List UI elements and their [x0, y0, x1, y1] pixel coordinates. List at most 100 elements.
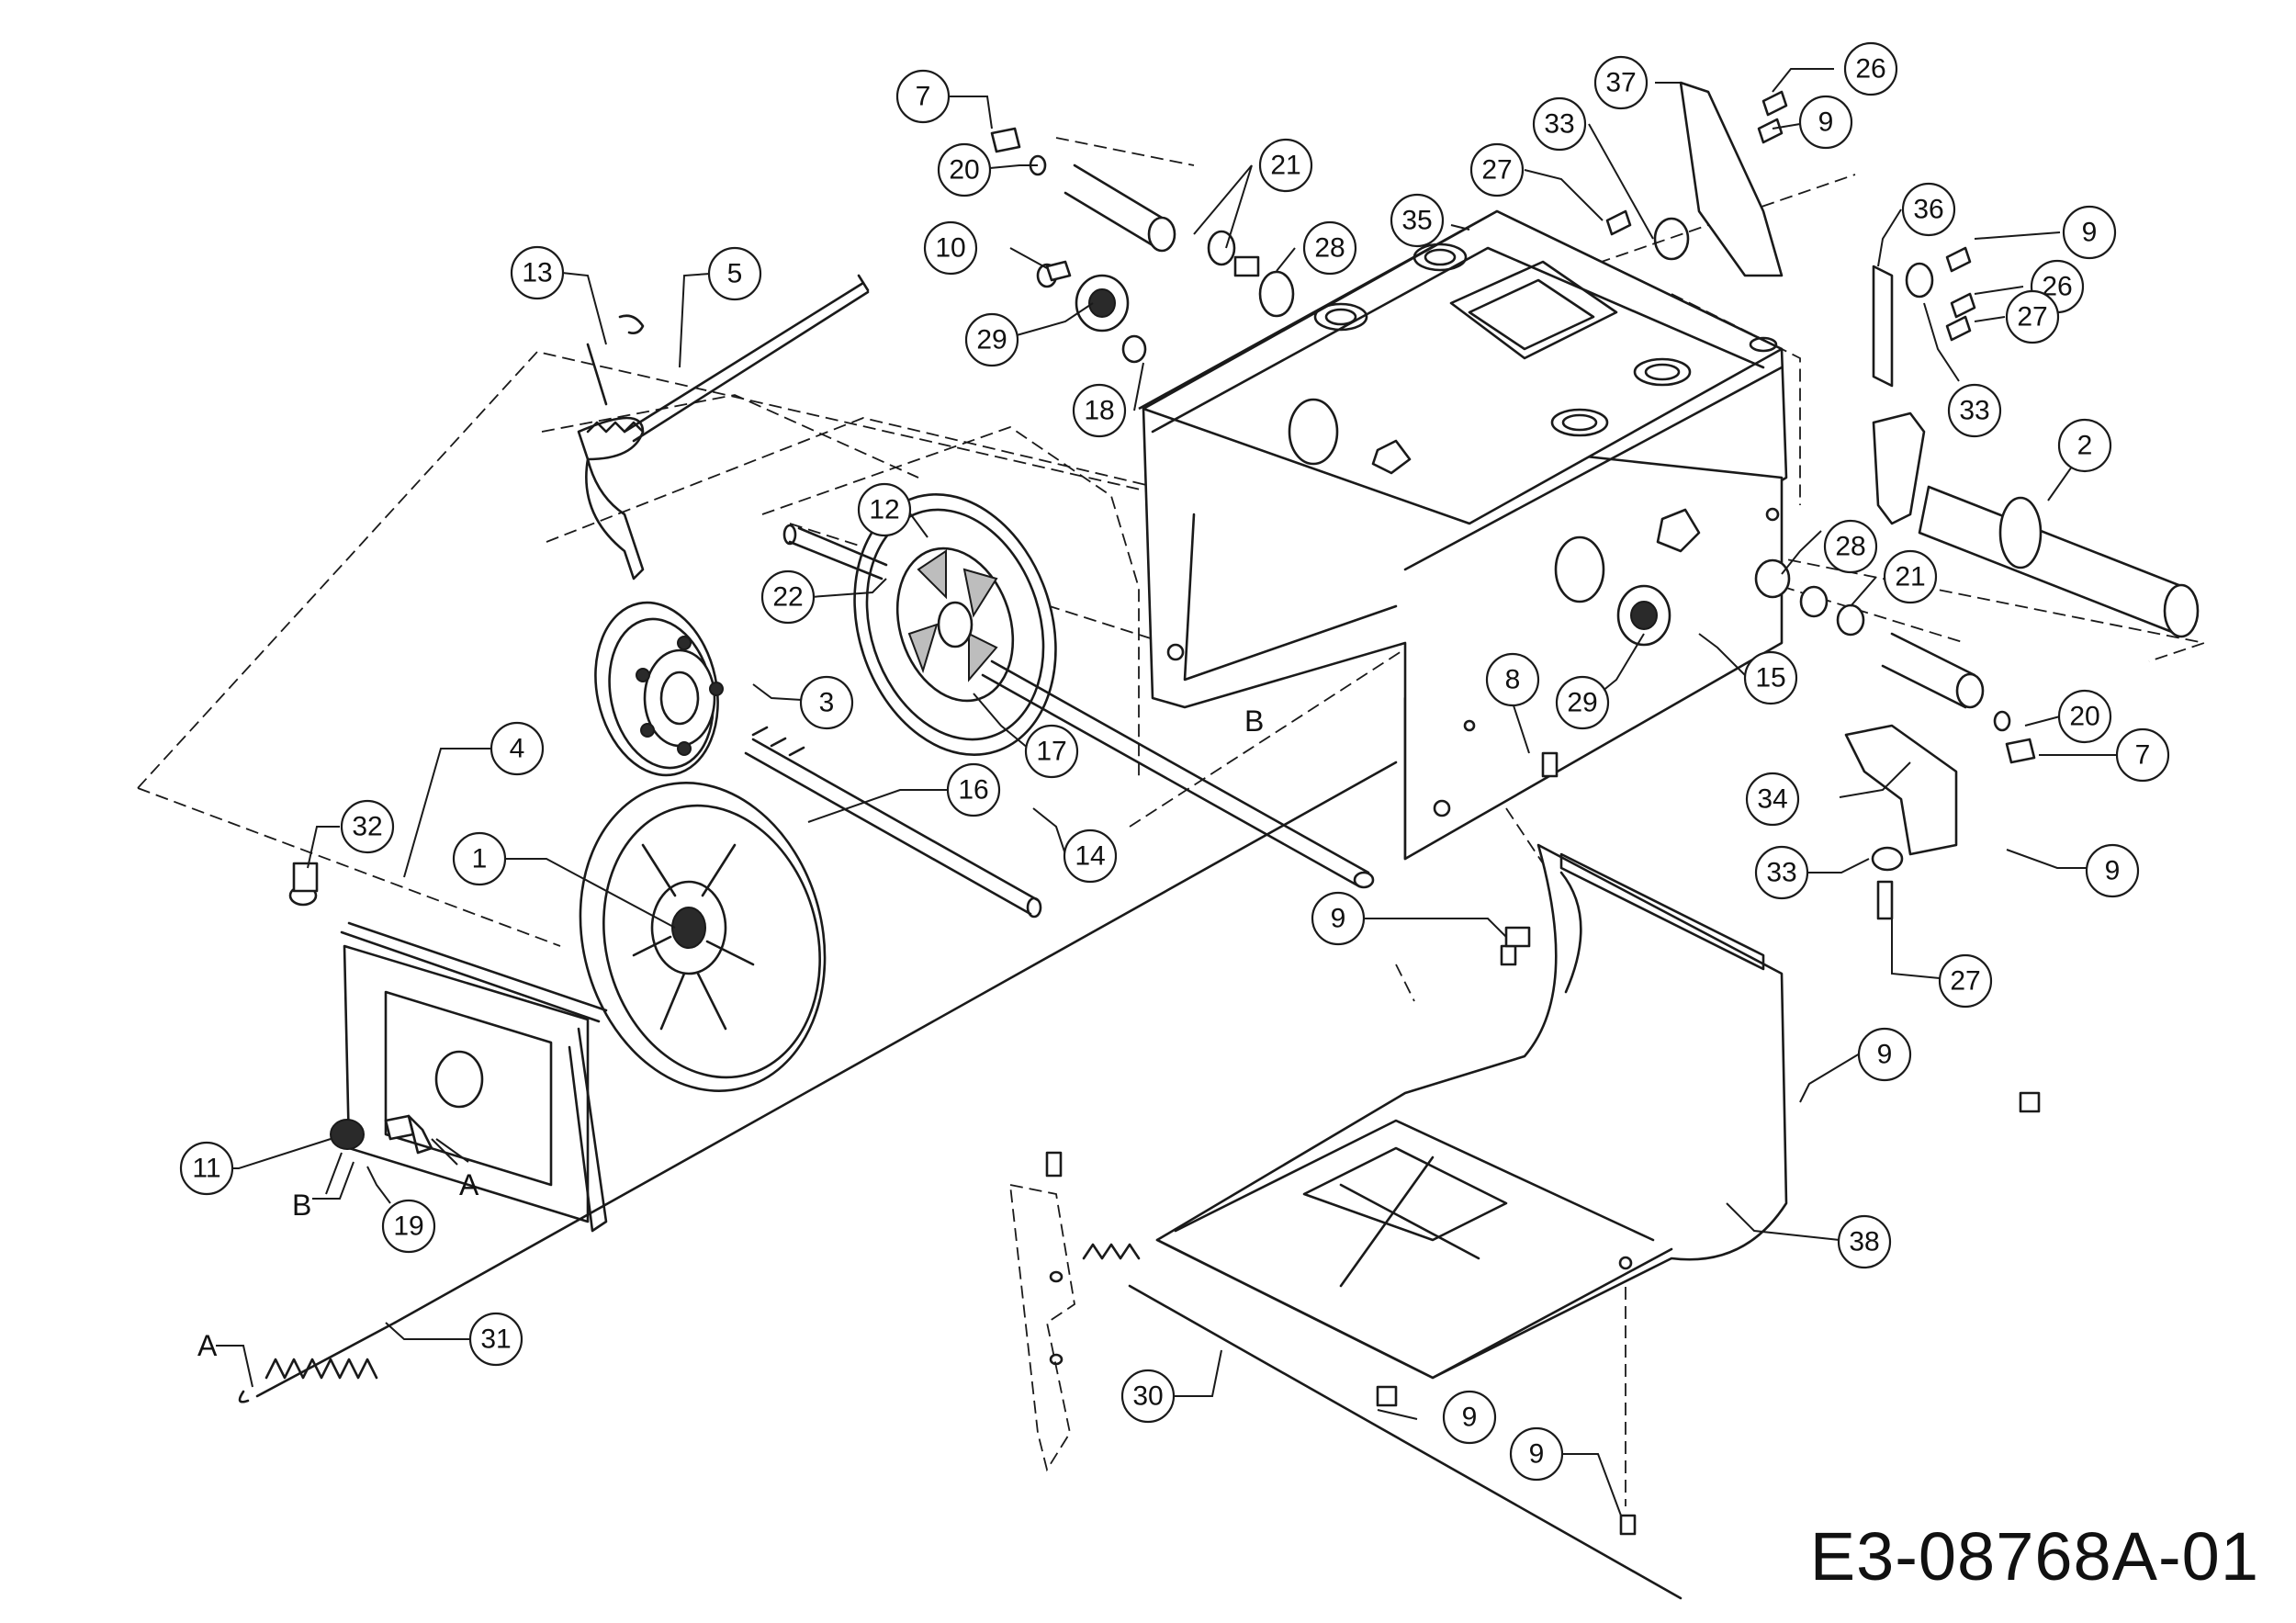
mount-brackets [1653, 81, 1958, 872]
svg-text:14: 14 [1075, 841, 1105, 872]
callout-16: 16 [946, 762, 1001, 817]
callout-27-low: 27 [1938, 953, 1993, 1009]
callout-9-right: 9 [2062, 205, 2117, 260]
callout-29-mid: 29 [1555, 675, 1610, 730]
svg-text:2: 2 [2077, 431, 2093, 461]
callout-35: 35 [1390, 193, 1445, 248]
svg-text:27: 27 [1481, 155, 1512, 186]
svg-text:38: 38 [1849, 1227, 1879, 1257]
callout-15: 15 [1743, 650, 1798, 705]
svg-text:9: 9 [1877, 1040, 1893, 1070]
callout-9-cover-top: 9 [1311, 891, 1366, 946]
callout-9-low-right: 9 [2085, 843, 2140, 898]
callout-19: 19 [381, 1199, 436, 1254]
callout-17: 17 [1024, 724, 1079, 779]
callout-36: 36 [1901, 182, 1956, 237]
callout-7-mid: 7 [2115, 727, 2170, 783]
callout-33-top: 33 [1532, 96, 1587, 152]
svg-text:15: 15 [1755, 663, 1785, 693]
svg-text:12: 12 [869, 495, 899, 525]
small-gear-hub [594, 601, 724, 777]
callout-8: 8 [1485, 652, 1540, 707]
callout-2: 2 [2057, 418, 2112, 473]
ref-letter-b-left: B [292, 1189, 311, 1222]
callout-1: 1 [452, 831, 507, 886]
svg-text:4: 4 [510, 734, 525, 764]
svg-text:29: 29 [1567, 688, 1597, 718]
drive-shaft [744, 726, 1042, 919]
svg-text:21: 21 [1895, 562, 1925, 592]
bottom-cover [1155, 843, 1788, 1380]
callout-20-top: 20 [937, 142, 992, 197]
side-plate [1008, 1183, 1141, 1472]
svg-text:18: 18 [1084, 396, 1114, 426]
svg-text:13: 13 [522, 258, 552, 288]
callout-26-top: 26 [1843, 41, 1898, 96]
svg-text:36: 36 [1913, 195, 1943, 225]
callout-10: 10 [923, 220, 978, 276]
callout-27-top: 27 [1469, 142, 1525, 197]
callout-21-top: 21 [1258, 138, 1313, 193]
svg-text:1: 1 [472, 844, 488, 874]
callout-7-top: 7 [895, 69, 951, 124]
callout-37: 37 [1593, 55, 1649, 110]
callout-21-mid: 21 [1883, 549, 1938, 604]
callout-28-top: 28 [1302, 220, 1357, 276]
svg-text:9: 9 [1462, 1403, 1478, 1433]
callout-30: 30 [1120, 1369, 1176, 1424]
svg-text:9: 9 [1331, 904, 1346, 934]
callout-32: 32 [340, 799, 395, 854]
lever-bracket [288, 885, 608, 1233]
bushings [1036, 163, 1985, 709]
callout-34: 34 [1745, 772, 1800, 827]
svg-text:20: 20 [2069, 702, 2099, 732]
drawing-code-label: E3-08768A-01 [1809, 1518, 2259, 1595]
callout-3: 3 [799, 675, 854, 730]
friction-wheel [579, 782, 827, 1092]
gear-housing [1138, 209, 1788, 861]
svg-text:33: 33 [1959, 396, 1989, 426]
callout-33-right: 33 [1947, 383, 2002, 438]
svg-text:26: 26 [1855, 54, 1885, 85]
svg-text:16: 16 [958, 775, 988, 806]
svg-text:7: 7 [916, 82, 931, 112]
callout-38: 38 [1837, 1214, 1892, 1269]
callout-9-cover-right: 9 [1857, 1027, 1912, 1082]
svg-text:31: 31 [480, 1324, 511, 1355]
svg-text:27: 27 [2017, 302, 2047, 332]
svg-text:28: 28 [1835, 532, 1865, 562]
svg-text:9: 9 [2082, 218, 2098, 248]
callout-20-mid: 20 [2057, 689, 2112, 744]
ref-letter-a-upper: A [459, 1168, 479, 1201]
svg-text:35: 35 [1401, 206, 1432, 236]
svg-text:28: 28 [1314, 233, 1345, 264]
callout-33-low: 33 [1754, 845, 1809, 900]
callout-29-top: 29 [964, 312, 1019, 367]
callout-5: 5 [707, 246, 762, 301]
callout-12: 12 [857, 482, 912, 537]
svg-text:7: 7 [2135, 740, 2151, 771]
callout-14: 14 [1063, 828, 1118, 884]
svg-text:3: 3 [819, 688, 835, 718]
fasteners [292, 90, 2041, 1536]
svg-text:5: 5 [727, 259, 743, 289]
svg-text:9: 9 [2105, 856, 2121, 886]
dashed-guide-lines [137, 137, 2208, 1506]
svg-text:9: 9 [1818, 107, 1834, 138]
ref-letter-a-lower: A [197, 1329, 218, 1362]
svg-text:34: 34 [1757, 784, 1787, 815]
svg-text:21: 21 [1270, 151, 1300, 181]
svg-text:27: 27 [1950, 966, 1980, 997]
svg-text:10: 10 [935, 233, 965, 264]
upper-shaft [623, 274, 870, 443]
svg-text:30: 30 [1132, 1381, 1163, 1412]
svg-text:29: 29 [976, 325, 1007, 355]
callout-28-mid: 28 [1823, 519, 1878, 574]
callout-27-right: 27 [2005, 289, 2060, 344]
callout-9-bottom: 9 [1442, 1390, 1497, 1445]
svg-text:11: 11 [192, 1154, 220, 1184]
leader-lines [197, 68, 2117, 1516]
svg-text:37: 37 [1605, 68, 1636, 98]
svg-text:33: 33 [1766, 858, 1796, 888]
callout-4: 4 [490, 721, 545, 776]
